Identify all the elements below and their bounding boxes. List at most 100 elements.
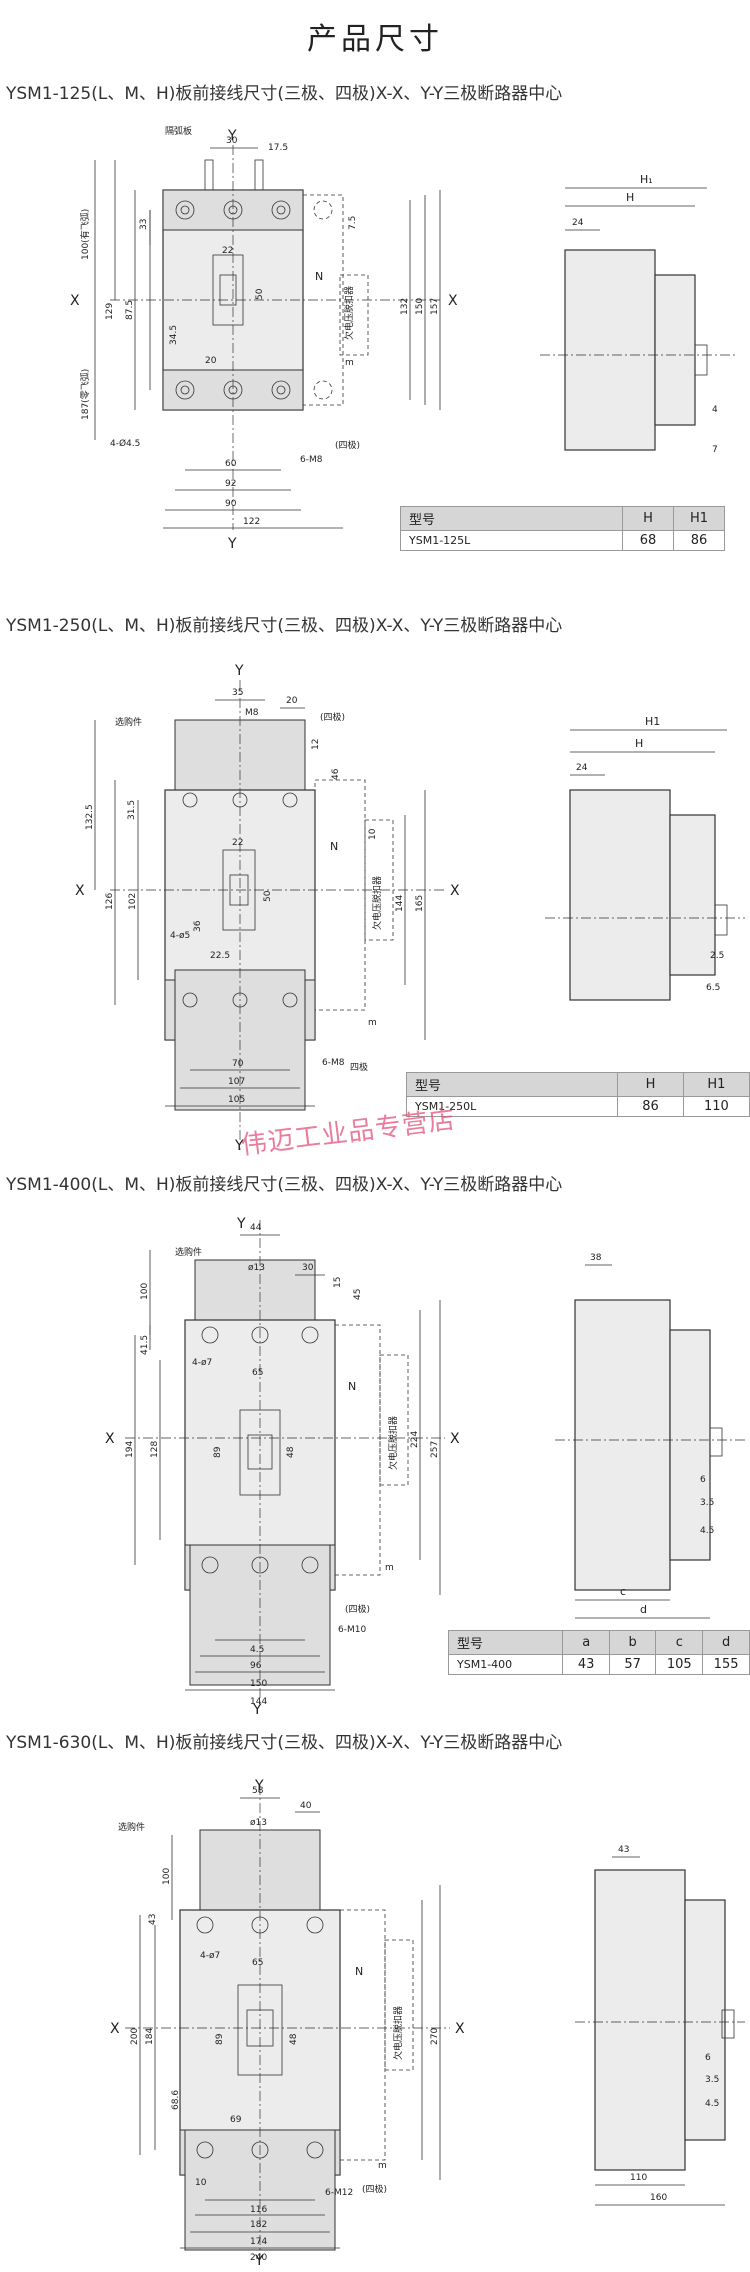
undervoltage-trip-outline — [364, 819, 394, 941]
svg-text:150: 150 — [250, 1679, 267, 1689]
section-title-ysm1-630: YSM1-630(L、M、H)板前接线尺寸(三极、四极)X-X、Y-Y三极断路器… — [6, 1733, 563, 1753]
svg-text:31.5: 31.5 — [127, 800, 137, 820]
side-dim-3-5: 3.5 — [705, 2075, 719, 2085]
four-pole-label-b: 四极 — [350, 1061, 368, 1073]
table-header: c — [655, 1630, 704, 1655]
table-cell: 86 — [673, 530, 725, 551]
side-view-cover — [654, 274, 696, 426]
svg-text:102: 102 — [128, 893, 138, 910]
svg-text:184: 184 — [145, 2028, 155, 2045]
side-h-label: H — [635, 737, 643, 750]
handle-window — [212, 254, 244, 326]
front-dimensions — [134, 1234, 441, 1691]
dimension-values: 44 30 15 45 100 41.5 65 194 128 89 48 22… — [125, 1223, 440, 1707]
section-title-ysm1-250: YSM1-250(L、M、H)板前接线尺寸(三极、四极)X-X、Y-Y三极断路器… — [6, 616, 563, 636]
side-dim-24: 24 — [576, 763, 588, 773]
svg-text:48: 48 — [286, 1446, 296, 1458]
drawing-ysm1-630: X X Y Y N 选购件 欠电压脱扣器 (四极) ø13 4-ø7 6-M12… — [110, 1778, 745, 2269]
svg-text:10: 10 — [195, 2178, 207, 2188]
y-label-bottom: Y — [252, 1702, 262, 1718]
side-dim-38: 38 — [590, 1253, 602, 1263]
x-label-right: X — [448, 293, 458, 309]
svg-text:65: 65 — [252, 1368, 263, 1378]
fourth-pole-outline — [334, 1324, 381, 1576]
table-cell: YSM1-250L — [405, 1096, 619, 1117]
side-h-label: H — [626, 191, 634, 204]
side-dim-6: 6 — [700, 1475, 706, 1485]
stud-label: ø13 — [248, 1263, 265, 1273]
x-label-right: X — [455, 2021, 465, 2037]
dimension-values: 58 40 100 43 65 200 184 89 48 270 68.6 6… — [130, 1786, 440, 2263]
svg-text:15: 15 — [333, 1277, 343, 1288]
svg-text:12: 12 — [311, 739, 321, 750]
n-label: N — [355, 1965, 363, 1978]
table-cell: 105 — [655, 1654, 704, 1675]
x-label-left: X — [105, 1431, 115, 1447]
side-view-cover — [669, 814, 716, 976]
m-label: m — [385, 1563, 394, 1573]
four-pole-label: (四极) — [345, 1603, 370, 1615]
arc-plate-label: 隔弧板 — [165, 125, 192, 137]
svg-text:126: 126 — [105, 893, 115, 910]
front-dimensions — [94, 699, 426, 1107]
side-view-cover — [669, 1329, 711, 1561]
svg-text:116: 116 — [250, 2205, 267, 2215]
undervoltage-label: 欠电压脱扣器 — [387, 1416, 399, 1470]
table-header: 型号 — [405, 1072, 619, 1097]
svg-text:129: 129 — [105, 303, 115, 320]
svg-text:92: 92 — [225, 479, 236, 489]
y-label-top: Y — [234, 663, 244, 679]
svg-text:58: 58 — [252, 1786, 264, 1796]
svg-text:70: 70 — [232, 1059, 244, 1069]
screw-label: 6-M12 — [325, 2188, 353, 2198]
side-view-handle — [694, 344, 708, 376]
svg-text:41.5: 41.5 — [140, 1335, 150, 1355]
svg-text:165: 165 — [415, 895, 425, 912]
svg-text:45: 45 — [353, 1289, 363, 1300]
undervoltage-label: 欠电压脱扣器 — [392, 2006, 404, 2060]
side-view-body — [564, 249, 656, 451]
svg-text:89: 89 — [215, 2033, 225, 2045]
table-header: 型号 — [400, 506, 623, 531]
side-dim-2-5: 2.5 — [710, 951, 724, 961]
drawing-ysm1-250: X X Y Y N 选购件 欠电压脱扣器 (四极) 四极 M8 4-ø5 6-M… — [75, 663, 745, 1154]
side-dim-4-5: 4.5 — [705, 2099, 719, 2109]
spec-table-ysm1-125: 型号 H H1 YSM1-125L 68 86 — [400, 506, 725, 551]
hole-label: 4-ø5 — [170, 931, 190, 941]
svg-text:22.5: 22.5 — [210, 951, 230, 961]
svg-text:20: 20 — [205, 356, 217, 366]
handle — [229, 874, 249, 906]
dimension-values: 30 17.5 33 129 87.5 34.5 22 50 7.5 132 1… — [105, 136, 440, 527]
svg-text:150: 150 — [415, 298, 425, 315]
svg-text:50: 50 — [255, 288, 265, 300]
four-pole-label: (四极) — [320, 711, 345, 723]
side-view-body — [569, 789, 671, 1001]
svg-text:144: 144 — [250, 1697, 267, 1707]
table-header: H1 — [673, 506, 725, 531]
svg-text:87.5: 87.5 — [125, 300, 135, 320]
spec-table-ysm1-250: 型号 H H1 YSM1-250L 86 110 — [405, 1072, 750, 1117]
side-dim-160: 160 — [650, 2193, 667, 2203]
undervoltage-label: 欠电压脱扣器 — [371, 876, 383, 930]
svg-text:68.6: 68.6 — [171, 2090, 181, 2110]
svg-text:224: 224 — [410, 1431, 420, 1448]
screw-label: 6-M8 — [322, 1058, 345, 1068]
y-label-bottom: Y — [227, 536, 237, 552]
table-header: a — [562, 1630, 610, 1655]
hole-label: 4-ø7 — [200, 1951, 220, 1961]
four-pole-label: (四极) — [335, 439, 360, 451]
table-header: 型号 — [447, 1630, 564, 1655]
m-label: m — [368, 1018, 377, 1028]
side-dim-4: 4 — [712, 405, 718, 415]
section-title-ysm1-125: YSM1-125(L、M、H)板前接线尺寸(三极、四极)X-X、Y-Y三极断路器… — [6, 84, 563, 104]
svg-text:44: 44 — [250, 1223, 262, 1233]
svg-text:20: 20 — [286, 696, 298, 706]
svg-text:35: 35 — [232, 688, 243, 698]
option-label: 选购件 — [175, 1246, 202, 1258]
svg-text:65: 65 — [252, 1958, 263, 1968]
front-dimensions — [94, 147, 441, 529]
side-view-handle — [714, 904, 728, 936]
m-label: m — [378, 2161, 387, 2171]
side-h1-label: H₁ — [640, 173, 653, 186]
side-dim-43: 43 — [618, 1845, 629, 1855]
